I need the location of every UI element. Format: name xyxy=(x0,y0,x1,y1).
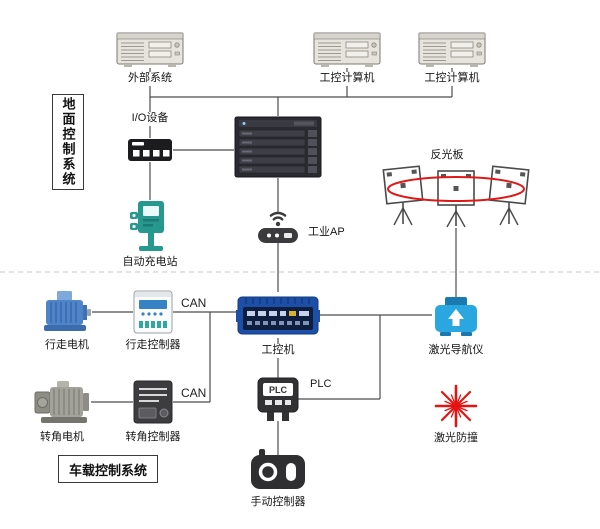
industrial-ap xyxy=(256,204,300,246)
vehicle-control-system-group: 车载控制系统 xyxy=(58,455,158,483)
manual-controller-label: 手动控制器 xyxy=(248,496,308,510)
rack-computer-icon xyxy=(313,32,381,67)
io-device-label: I/O设备 xyxy=(129,112,171,126)
gearmotor-icon xyxy=(34,381,89,423)
remote-controller-icon xyxy=(251,449,305,489)
plc-device: PLC xyxy=(256,376,300,422)
angle-motor xyxy=(33,380,91,424)
can-bus-lower-label: CAN xyxy=(181,386,207,400)
charging-station-icon xyxy=(130,201,164,251)
external-system-computer xyxy=(116,32,184,68)
angle-controller xyxy=(133,380,173,424)
plc-screen-text: PLC xyxy=(269,385,288,395)
angle-motor-label: 转角电机 xyxy=(38,431,86,445)
charging-station-label: 自动充电站 xyxy=(120,256,180,270)
ipc-computer-2-label: 工控计算机 xyxy=(422,72,482,86)
travel-controller-label: 行走控制器 xyxy=(123,339,183,353)
ipc-computer-1-label: 工控计算机 xyxy=(317,72,377,86)
controller-icon xyxy=(133,290,173,334)
travel-motor-label: 行走电机 xyxy=(43,339,91,353)
reflector-label: 反光板 xyxy=(428,149,466,163)
laser-anticollision-label: 激光防撞 xyxy=(432,432,480,446)
controller-icon xyxy=(133,380,173,424)
motor-icon xyxy=(44,291,91,331)
laser-navigator xyxy=(432,296,480,338)
manual-controller xyxy=(250,446,306,492)
can-bus-upper-label: CAN xyxy=(181,296,207,310)
industrial-pc xyxy=(236,292,320,338)
industrial-ap-label: 工业AP xyxy=(306,226,347,240)
rack-computer-icon xyxy=(116,32,184,67)
reflector-icon xyxy=(382,165,530,228)
plc-label: PLC xyxy=(308,378,334,392)
external-system-label: 外部系统 xyxy=(126,72,174,86)
io-device xyxy=(127,138,173,162)
server-rack xyxy=(234,116,322,178)
reflector-highlight-ellipse xyxy=(387,176,525,202)
ipc-computer-2 xyxy=(418,32,486,68)
industrial-pc-label: 工控机 xyxy=(259,344,297,358)
reflector-panels xyxy=(372,162,540,234)
laser-burst-icon xyxy=(434,384,478,428)
server-icon xyxy=(234,116,322,178)
plc-icon: PLC xyxy=(257,377,299,421)
rack-computer-icon xyxy=(418,32,486,67)
laser-navigator-label: 激光导航仪 xyxy=(426,344,486,358)
wifi-ap-icon xyxy=(258,211,298,243)
travel-controller xyxy=(133,290,173,334)
ipc-computer-1 xyxy=(313,32,381,68)
charging-station xyxy=(128,200,172,252)
industrial-pc-icon xyxy=(236,296,320,335)
io-device-icon xyxy=(128,139,172,161)
laser-anticollision xyxy=(434,384,478,428)
angle-controller-label: 转角控制器 xyxy=(123,431,183,445)
ground-control-system-group: 地面控制系统 xyxy=(52,94,84,190)
travel-motor xyxy=(42,290,92,334)
laser-navigator-icon xyxy=(435,297,477,336)
